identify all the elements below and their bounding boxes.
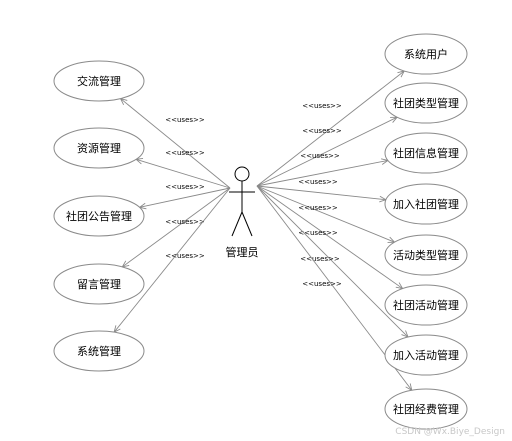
use-case-left-3: 留言管理	[53, 263, 145, 305]
uses-label: <<uses>>	[165, 252, 205, 260]
use-case-ellipse	[53, 127, 145, 169]
use-case-label: 社团经费管理	[393, 402, 459, 416]
use-case-ellipse	[384, 334, 468, 376]
uses-label: <<uses>>	[165, 183, 205, 191]
actor-head	[234, 166, 250, 182]
use-case-ellipse	[53, 330, 145, 372]
uses-label: <<uses>>	[298, 178, 338, 186]
use-case-right-3: 加入社团管理	[384, 183, 468, 225]
use-case-right-7: 社团经费管理	[384, 388, 468, 430]
uses-label: <<uses>>	[298, 204, 338, 212]
edge-line	[113, 187, 231, 333]
arrowhead	[395, 282, 404, 290]
use-case-label: 社团公告管理	[66, 209, 132, 223]
edge-line	[256, 70, 405, 187]
uses-label: <<uses>>	[302, 280, 342, 288]
uses-label: <<uses>>	[165, 149, 205, 157]
uses-edge-right-3: <<uses>>	[256, 178, 388, 203]
use-case-ellipse	[384, 284, 468, 326]
use-case-ellipse	[53, 195, 145, 237]
use-case-label: 系统管理	[77, 344, 121, 358]
uses-label: <<uses>>	[300, 255, 340, 263]
use-case-left-0: 交流管理	[53, 60, 145, 102]
uses-label: <<uses>>	[165, 218, 205, 226]
edges-layer: <<uses>> <<uses>> <<uses>> <<uses>> <<uses>>…	[113, 70, 413, 392]
uses-label: <<uses>>	[165, 116, 205, 124]
use-case-ellipse	[384, 183, 468, 225]
edge-line	[256, 159, 389, 187]
use-case-right-4: 活动类型管理	[384, 234, 468, 276]
edge-line	[135, 158, 231, 189]
uses-label: <<uses>>	[302, 127, 342, 135]
use-case-label: 社团类型管理	[393, 96, 459, 110]
use-case-label: 留言管理	[77, 277, 121, 291]
edge-line	[256, 185, 409, 338]
uses-label: <<uses>>	[298, 229, 338, 237]
use-case-label: 交流管理	[77, 74, 121, 88]
use-case-ellipse	[384, 82, 468, 124]
edge-line	[256, 185, 395, 243]
actor-label: 管理员	[226, 245, 259, 259]
use-case-ellipse	[384, 388, 468, 430]
use-case-left-1: 资源管理	[53, 127, 145, 169]
edge-line	[256, 116, 398, 187]
use-case-label: 资源管理	[77, 141, 121, 155]
use-case-label: 加入社团管理	[393, 197, 459, 211]
use-case-label: 活动类型管理	[393, 248, 459, 262]
edge-line	[120, 98, 231, 189]
use-case-right-6: 加入活动管理	[384, 334, 468, 376]
use-case-ellipse	[384, 132, 468, 174]
use-case-label: 系统用户	[404, 47, 448, 61]
use-case-label: 加入活动管理	[393, 348, 459, 362]
edge-line	[256, 185, 386, 201]
actor-right-leg	[241, 211, 253, 237]
use-case-ellipse	[384, 33, 468, 75]
use-case-right-2: 社团信息管理	[384, 132, 468, 174]
actor-left-leg	[231, 211, 243, 237]
edge-line	[256, 185, 403, 289]
edge-line	[139, 187, 231, 208]
actor: 管理员	[226, 166, 259, 259]
uses-label: <<uses>>	[300, 152, 340, 160]
use-case-left-2: 社团公告管理	[53, 195, 145, 237]
use-case-label: 社团信息管理	[393, 146, 459, 160]
use-case-ellipse	[384, 234, 468, 276]
use-case-right-1: 社团类型管理	[384, 82, 468, 124]
use-case-left-4: 系统管理	[53, 330, 145, 372]
uses-label: <<uses>>	[302, 102, 342, 110]
use-case-ellipse	[53, 60, 145, 102]
use-case-right-0: 系统用户	[384, 33, 468, 75]
use-case-right-5: 社团活动管理	[384, 284, 468, 326]
watermark: CSDN @Wx.Biye_Design	[395, 427, 505, 437]
edge-line	[122, 187, 231, 268]
use-case-label: 社团活动管理	[393, 298, 459, 312]
use-case-ellipse	[53, 263, 145, 305]
